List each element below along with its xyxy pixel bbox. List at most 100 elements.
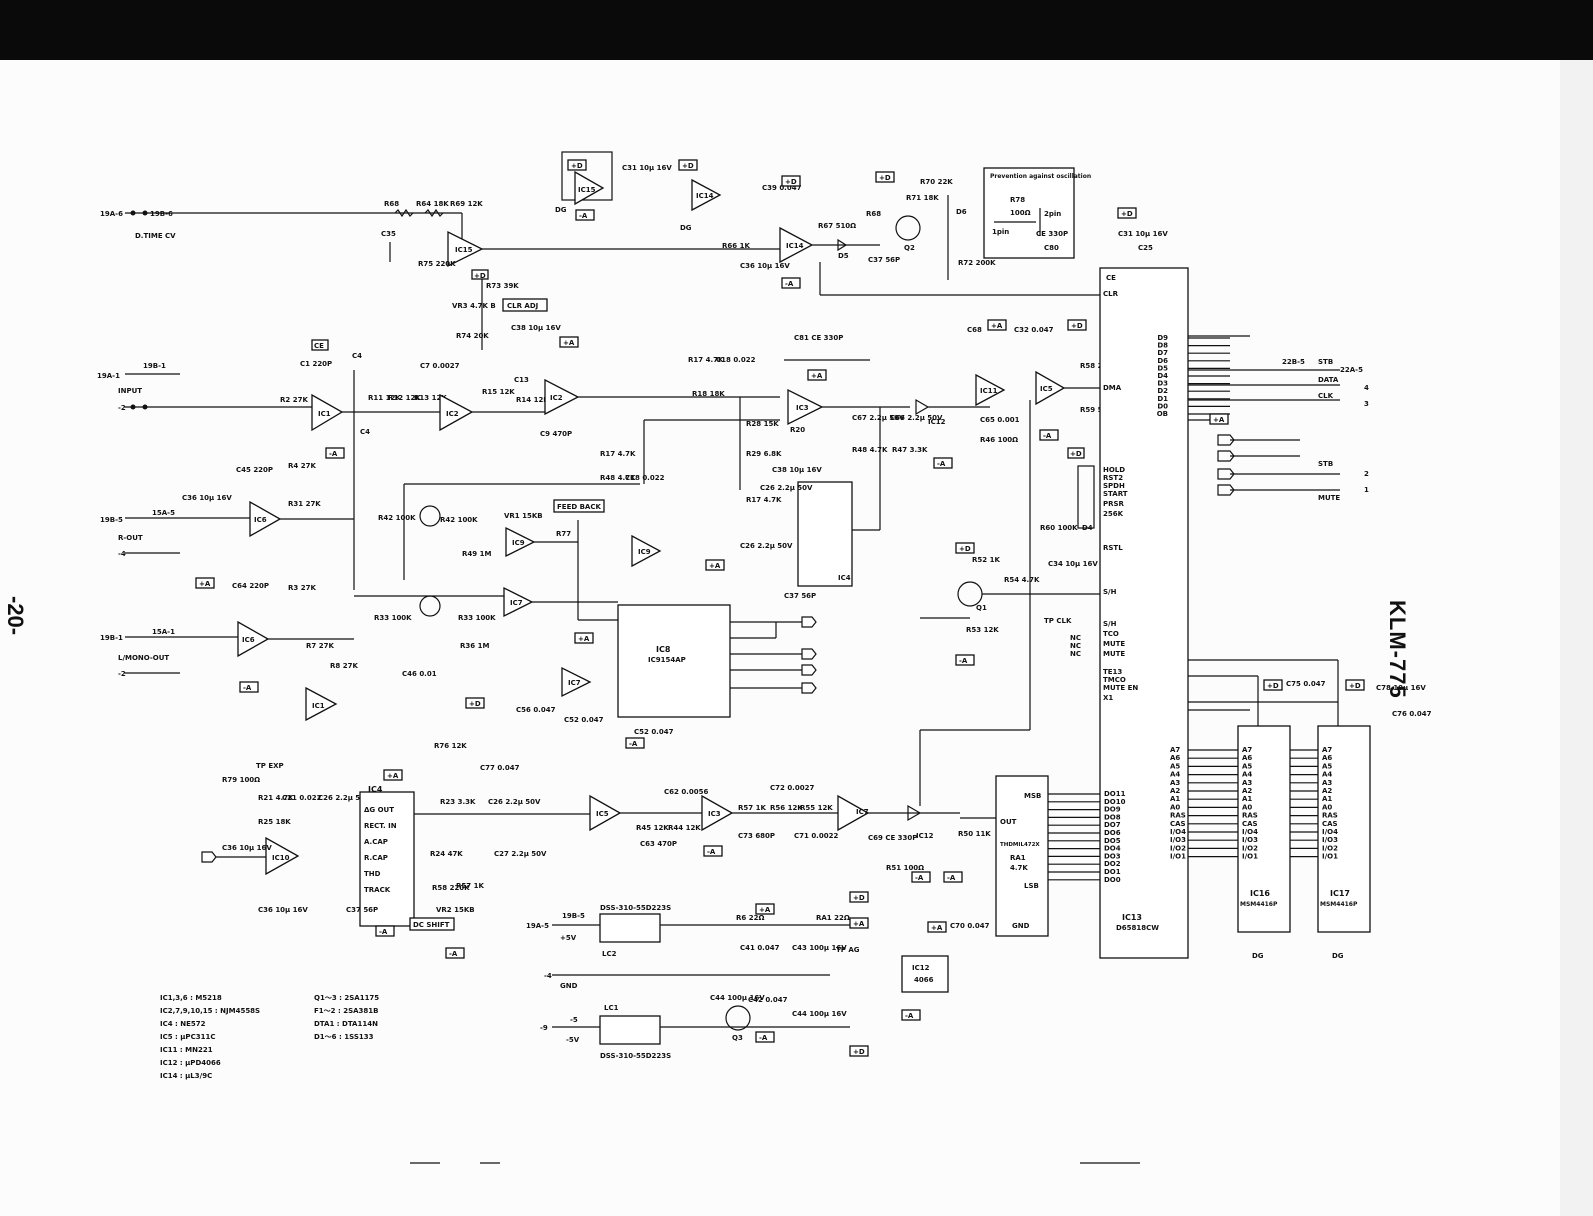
diode-d5	[837, 238, 848, 252]
res-r33: R33 100K	[458, 614, 496, 622]
res-r18: R18 18K	[692, 390, 725, 398]
ic4-lower-name: IC4	[368, 785, 383, 794]
rail-pa: +A	[563, 339, 575, 347]
ic16-pin-label: I/O3	[1242, 836, 1258, 844]
res-r40: R48 4.7K	[600, 474, 636, 482]
ic13-do-label: DO4	[1104, 845, 1121, 853]
switch-ic12	[915, 398, 930, 416]
opamp-ic2b-label: IC2	[550, 394, 563, 402]
rail-ma: -A	[449, 950, 458, 958]
cap-c43: C43 100μ 16V	[792, 944, 847, 952]
cap-c56: C56 0.047	[516, 706, 556, 714]
cap-c59: C18 0.022	[625, 474, 665, 482]
ra1-name: RA1	[1010, 854, 1026, 862]
rail-pd-box	[955, 542, 975, 554]
cap-c76: C76 0.047	[1392, 710, 1432, 718]
cap-c66: C66 2.2μ 50V	[890, 414, 943, 422]
scan-top-band	[0, 0, 1593, 60]
cap-c22: C26 2.2μ 50V	[740, 542, 793, 550]
rail-ma: -A	[937, 460, 946, 468]
ic13-pin-label: MUTE	[1103, 650, 1125, 658]
res-ra1: RA1 22Ω	[816, 914, 850, 922]
rail-pa: +A	[759, 906, 771, 914]
opamp-ic2a	[439, 393, 474, 432]
ic8-part: IC9154AP	[648, 656, 686, 664]
ic17-pin-label: I/O2	[1322, 844, 1338, 852]
res-r3: R3 27K	[288, 584, 316, 592]
transistor-q1	[957, 581, 983, 607]
oscillation-note-title: Prevention against oscillation	[990, 173, 1091, 180]
connector-arrow	[801, 664, 817, 676]
legend-line: IC4 : NE572	[160, 1020, 206, 1028]
ic16-pin-label: A5	[1242, 762, 1252, 770]
rail-pa-box	[755, 903, 775, 915]
lc2-name: LC2	[602, 950, 617, 958]
cap-c7: C7 0.0027	[420, 362, 460, 370]
res-r77: R77	[556, 530, 571, 538]
ic16-pin-label: RAS	[1242, 812, 1258, 820]
cap-c48: C46 0.01	[402, 670, 437, 678]
opamp-ic10	[265, 836, 300, 876]
ic12-4066-block: IC12 4066 +A C70 0.047 -A	[901, 921, 990, 1021]
ic13-do-label: DO1	[1104, 868, 1121, 876]
ic13-ram-label: RAS	[1170, 812, 1186, 820]
tp-ag: TP AG	[836, 946, 860, 954]
cap-c70: C70 0.047	[950, 922, 990, 930]
cap-c13: C13	[514, 376, 529, 384]
ic13-ram-label: A7	[1170, 746, 1180, 754]
oscillation-note-1pin: 1pin	[992, 228, 1009, 236]
opamp-ic7c-label: IC7	[856, 808, 869, 816]
ic16-body	[1237, 725, 1291, 933]
cap-c77: C77 0.047	[480, 764, 520, 772]
ic16-pin-label: I/O4	[1242, 828, 1258, 836]
res-r75: R75 220K	[418, 260, 456, 268]
ic13-do-label: DO10	[1104, 798, 1126, 806]
res-r58: R58 220K	[1080, 362, 1118, 370]
ic13-ram-label: A5	[1170, 762, 1180, 770]
cap-c1: C1 220P	[300, 360, 332, 368]
pin-4: 4	[1364, 384, 1369, 392]
right-connectors: 22B-5 STB 22A-5 DATA CLK 4 3 STB 2 MUTE …	[1217, 358, 1369, 502]
rail-pd-box	[875, 171, 895, 183]
res-r48: R48 4.7K	[852, 446, 888, 454]
ic13-pin-label: D7	[1157, 349, 1168, 357]
ic16-pin-label: A2	[1242, 787, 1252, 795]
opamp-ic3	[787, 388, 824, 426]
ic16-pin-label: A1	[1242, 795, 1252, 803]
plus5v: +5V	[560, 934, 577, 942]
rail-pa-box	[927, 921, 947, 933]
rail-pd-box	[567, 159, 587, 171]
rail-ma-box	[375, 925, 395, 937]
opamp-ic7c	[837, 794, 870, 832]
transistor-q3-label: Q3	[732, 1034, 743, 1042]
rail-dg: DG	[1332, 952, 1344, 960]
opamp-ic3-label: IC3	[796, 404, 809, 412]
rail-pd-box	[781, 175, 801, 187]
ic16-pin-label: CAS	[1242, 820, 1258, 828]
connector-arrow	[1217, 450, 1235, 462]
cap-c45: C45 220P	[236, 466, 273, 474]
cap-c75: C75 0.047	[1286, 680, 1326, 688]
ic12-body	[901, 955, 949, 993]
vr1-label: VR1 15KB	[504, 512, 543, 520]
cap-c42: C42 0.047	[748, 996, 788, 1004]
opamp-ic14b-label: IC14	[786, 242, 804, 250]
opamp-ic11	[975, 373, 1006, 407]
res-r60: R60 100K	[1040, 524, 1078, 532]
ic16-pin-label: A7	[1242, 746, 1252, 754]
rail-pd: +D	[853, 894, 865, 902]
nc-1: NC	[1070, 634, 1081, 642]
rail-ma: -A	[915, 874, 924, 882]
dc-shift-callout	[409, 917, 455, 931]
conn-19b6: 19B-6	[150, 210, 173, 218]
opamp-ic1b	[305, 686, 338, 722]
rail-pd: +D	[1121, 210, 1133, 218]
rail-pa: +A	[1213, 416, 1225, 424]
connector-arrow	[201, 851, 217, 863]
page-number: -20-	[3, 596, 28, 636]
res-r29: R29 6.8K	[746, 450, 782, 458]
rail-ce-box	[311, 339, 329, 351]
ic17-pin-label: A1	[1322, 795, 1332, 803]
